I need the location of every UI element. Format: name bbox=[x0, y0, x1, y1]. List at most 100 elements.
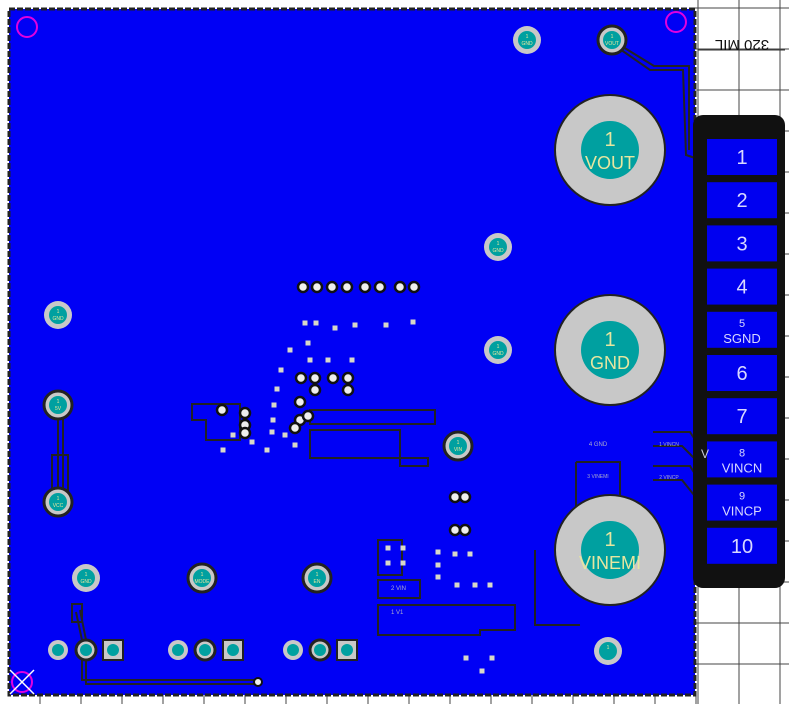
via bbox=[341, 371, 355, 385]
small-via bbox=[287, 347, 293, 353]
pad-drill bbox=[489, 238, 507, 256]
via bbox=[325, 280, 339, 294]
pad-name: VOUT bbox=[605, 41, 619, 47]
small-via bbox=[400, 560, 406, 566]
via bbox=[458, 523, 472, 537]
pad-name: MODE bbox=[195, 579, 211, 585]
pad-name: VINEMI bbox=[579, 553, 641, 573]
trace-5v-vcc bbox=[57, 415, 64, 492]
test-points: 1GND1VOUT1GND1GND1GND15V1VCC1GND1MODE1EN… bbox=[42, 24, 628, 687]
connector-pin-name: VINCP bbox=[722, 504, 762, 519]
pad-number: 1 bbox=[201, 572, 204, 578]
trace-ic-b bbox=[309, 429, 429, 467]
small-via bbox=[313, 320, 319, 326]
pad-name: VIN bbox=[454, 447, 463, 453]
small-via bbox=[385, 545, 391, 551]
small-via bbox=[385, 560, 391, 566]
component-outline-bottom bbox=[71, 603, 83, 623]
pad-drill bbox=[489, 341, 507, 359]
trace-vout bbox=[616, 46, 696, 159]
small-via bbox=[352, 322, 358, 328]
pad-name: GND bbox=[590, 353, 630, 373]
small-via bbox=[452, 551, 458, 557]
via bbox=[296, 280, 310, 294]
via bbox=[458, 490, 472, 504]
label-v1-pad: 1 V1 bbox=[391, 610, 404, 616]
connector-pin-name: VINCN bbox=[722, 460, 762, 475]
pad-drill bbox=[581, 121, 639, 179]
small-via bbox=[249, 439, 255, 445]
small-via bbox=[332, 325, 338, 331]
pad-drill bbox=[599, 642, 617, 660]
small-via bbox=[325, 357, 331, 363]
pad-drill bbox=[199, 644, 211, 656]
connector-pin-3: 3 bbox=[707, 225, 777, 262]
pad-name: 5V bbox=[55, 406, 62, 412]
mounting-hole bbox=[11, 671, 33, 693]
via bbox=[373, 280, 387, 294]
connector-pad bbox=[707, 268, 777, 305]
via bbox=[293, 395, 307, 409]
dimension-label: 320 MIL bbox=[715, 36, 769, 53]
pad-number: 1 bbox=[457, 440, 460, 446]
small-via bbox=[292, 442, 298, 448]
small-via bbox=[435, 549, 441, 555]
via bbox=[341, 383, 355, 397]
connector-pin-number: 2 bbox=[736, 190, 747, 212]
pad-drill bbox=[107, 644, 119, 656]
pad-number: 1 bbox=[611, 34, 614, 40]
pad-number: 1 bbox=[604, 529, 615, 551]
label-vincn-pin: 1 VINCN bbox=[659, 442, 679, 448]
pad-name: EN bbox=[314, 579, 321, 585]
small-via bbox=[479, 668, 485, 674]
dimension-320-mil: 320 MIL bbox=[698, 36, 785, 53]
pad-name: VOUT bbox=[585, 153, 635, 173]
label-vincp-pin: 2 VINCP bbox=[659, 475, 679, 481]
pad-drill bbox=[449, 437, 467, 455]
small-via bbox=[278, 367, 284, 373]
connector-pin-name: SGND bbox=[723, 331, 761, 346]
via bbox=[340, 280, 354, 294]
pad-name: GND bbox=[521, 41, 533, 47]
via bbox=[238, 406, 252, 420]
small-via bbox=[282, 432, 288, 438]
connector-pin-number: 4 bbox=[736, 277, 747, 299]
via bbox=[407, 280, 421, 294]
small-via bbox=[454, 582, 460, 588]
small-via bbox=[271, 402, 277, 408]
small-via bbox=[410, 319, 416, 325]
pad-drill bbox=[581, 521, 639, 579]
connector-pin-1: 1 bbox=[707, 139, 777, 175]
pad-outline-lower bbox=[534, 550, 580, 626]
pad-number: 1 bbox=[497, 344, 500, 350]
pad-drill bbox=[172, 644, 184, 656]
connector-pad bbox=[707, 225, 777, 262]
connector-pin-7: 7 bbox=[707, 398, 777, 435]
pad-drill bbox=[341, 644, 353, 656]
connector-pin-10: 10 bbox=[707, 527, 777, 564]
connector-pin-2: 2 bbox=[707, 182, 777, 219]
label-gnd-pin: 4 GND bbox=[589, 442, 608, 448]
pad-number: 1 bbox=[57, 496, 60, 502]
test-point-5v: 15V bbox=[42, 389, 74, 421]
via bbox=[308, 371, 322, 385]
small-via bbox=[305, 340, 311, 346]
test-point-en: 1EN bbox=[301, 562, 333, 594]
small-via bbox=[230, 432, 236, 438]
via bbox=[288, 421, 302, 435]
connector-pin-4: 4 bbox=[707, 268, 777, 305]
connector-pin-number: 3 bbox=[736, 233, 747, 255]
pad-drill bbox=[603, 31, 621, 49]
